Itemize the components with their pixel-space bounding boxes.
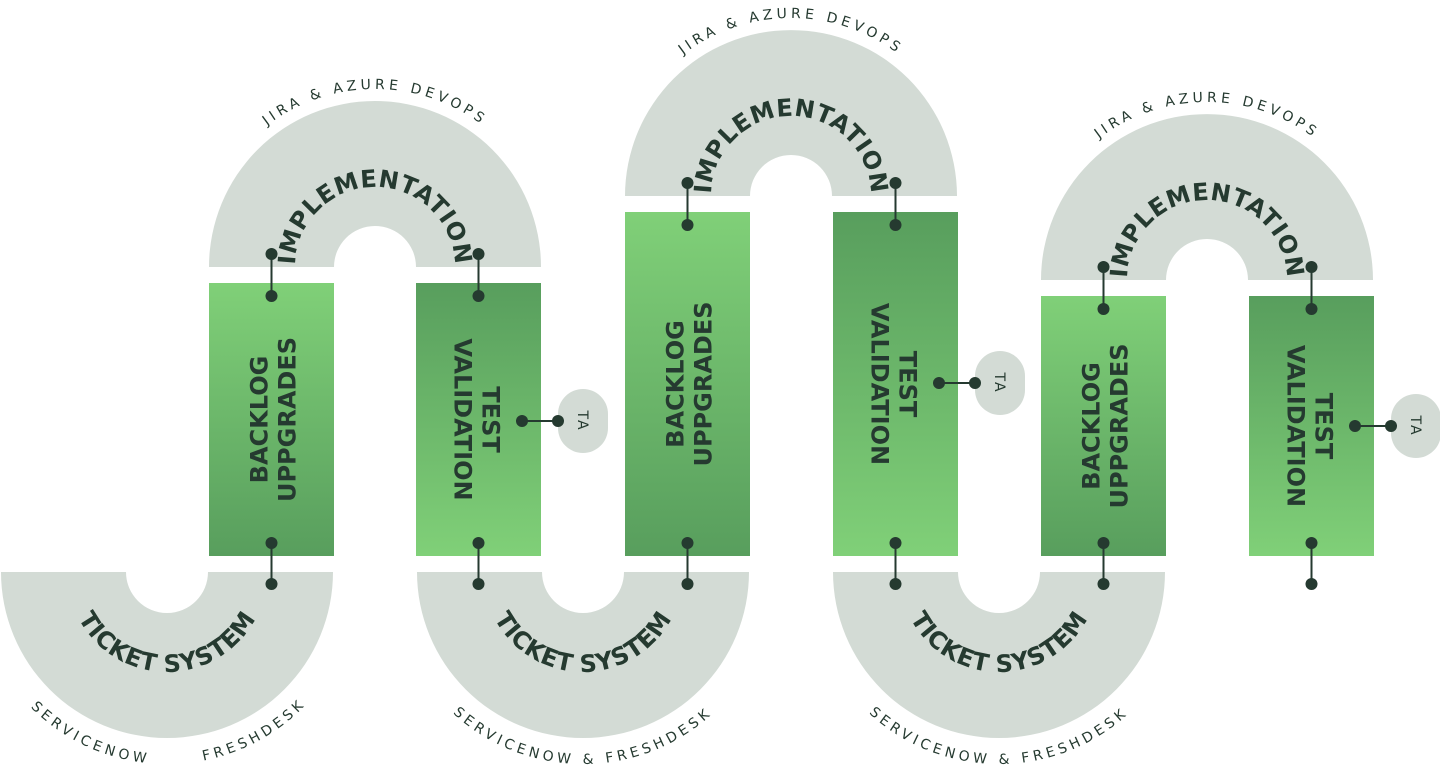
connector-dot-icon bbox=[1305, 261, 1318, 273]
connector-dot-icon bbox=[681, 578, 694, 590]
ta-badge: TA bbox=[1391, 394, 1440, 458]
connector-dot-icon bbox=[889, 177, 902, 189]
connector-dot-icon bbox=[1305, 578, 1318, 590]
column-label-line: BACKLOG bbox=[246, 356, 274, 484]
connector-dot-icon bbox=[889, 219, 902, 231]
implementation-arch bbox=[209, 101, 541, 267]
column-label-line: VALIDATION bbox=[866, 303, 894, 465]
column-block bbox=[1041, 296, 1166, 556]
connector-dot-icon bbox=[681, 219, 694, 231]
connector-dot-icon bbox=[889, 578, 902, 590]
connector-dot-icon bbox=[552, 415, 564, 427]
connector-dot-icon bbox=[681, 177, 694, 189]
connector-dot-icon bbox=[472, 290, 485, 302]
column-label-line: TEST bbox=[477, 386, 505, 453]
column-label-line: VALIDATION bbox=[1282, 345, 1310, 507]
column-label-line: UPPGRADES bbox=[274, 337, 302, 502]
connector-dot-icon bbox=[969, 377, 981, 389]
column-label: TESTVALIDATION bbox=[866, 303, 922, 465]
connector-dot-icon bbox=[1097, 537, 1110, 549]
connector-dot-icon bbox=[265, 537, 278, 549]
implementation-arch bbox=[625, 30, 957, 197]
ta-badge-pill bbox=[1391, 394, 1440, 458]
connector-dot-icon bbox=[1097, 261, 1110, 273]
column-label-line: BACKLOG bbox=[1078, 362, 1106, 490]
column-label-line: TEST bbox=[1310, 393, 1338, 460]
connector-dot-icon bbox=[265, 578, 278, 590]
connector-dot-icon bbox=[516, 415, 528, 427]
connector-dot-icon bbox=[933, 377, 945, 389]
column-label: TESTVALIDATION bbox=[1282, 345, 1338, 507]
connector-dot-icon bbox=[1097, 578, 1110, 590]
test-validation-column: TESTVALIDATION bbox=[1249, 296, 1374, 556]
ta-badge-label: TA bbox=[991, 371, 1007, 393]
ta-badge: TA bbox=[975, 351, 1025, 415]
column-label: BACKLOGUPPGRADES bbox=[246, 337, 302, 502]
column-block bbox=[209, 283, 334, 556]
column-label: BACKLOGUPPGRADES bbox=[662, 301, 718, 466]
column-label-line: BACKLOG bbox=[662, 320, 690, 448]
ticket-system-arch bbox=[417, 572, 749, 738]
connector-dot-icon bbox=[472, 578, 485, 590]
column-label-line: UPPGRADES bbox=[690, 301, 718, 466]
connector-dot-icon bbox=[1385, 420, 1397, 432]
column-label-line: VALIDATION bbox=[449, 338, 477, 500]
backlog-upgrades-column: BACKLOGUPPGRADES bbox=[209, 283, 334, 556]
column-label: BACKLOGUPPGRADES bbox=[1078, 343, 1134, 508]
connector-dot-icon bbox=[472, 248, 485, 260]
column-block bbox=[625, 212, 750, 556]
column-label: TESTVALIDATION bbox=[449, 338, 505, 500]
column-label-line: TEST bbox=[894, 351, 922, 418]
ta-badge-pill bbox=[975, 351, 1025, 415]
ta-badge-label: TA bbox=[1407, 414, 1423, 436]
connector-dot-icon bbox=[265, 290, 278, 302]
ticket-system-arch bbox=[1, 572, 333, 738]
column-label-line: UPPGRADES bbox=[1106, 343, 1134, 508]
connector-dot-icon bbox=[1097, 303, 1110, 315]
ticket-system-arch bbox=[833, 572, 1165, 738]
connector-dot-icon bbox=[265, 248, 278, 260]
backlog-upgrades-column: BACKLOGUPPGRADES bbox=[1041, 296, 1166, 556]
implementation-arch bbox=[1041, 114, 1373, 281]
connector-dot-icon bbox=[1305, 537, 1318, 549]
connector-dot-icon bbox=[1349, 420, 1361, 432]
backlog-upgrades-column: BACKLOGUPPGRADES bbox=[625, 212, 750, 556]
connector-dot-icon bbox=[889, 537, 902, 549]
ta-badge-pill bbox=[558, 389, 608, 453]
connector-dot-icon bbox=[1305, 303, 1318, 315]
ta-badge-label: TA bbox=[574, 409, 590, 431]
connector-dot-icon bbox=[681, 537, 694, 549]
ta-badge: TA bbox=[558, 389, 608, 453]
connector-dot-icon bbox=[472, 537, 485, 549]
